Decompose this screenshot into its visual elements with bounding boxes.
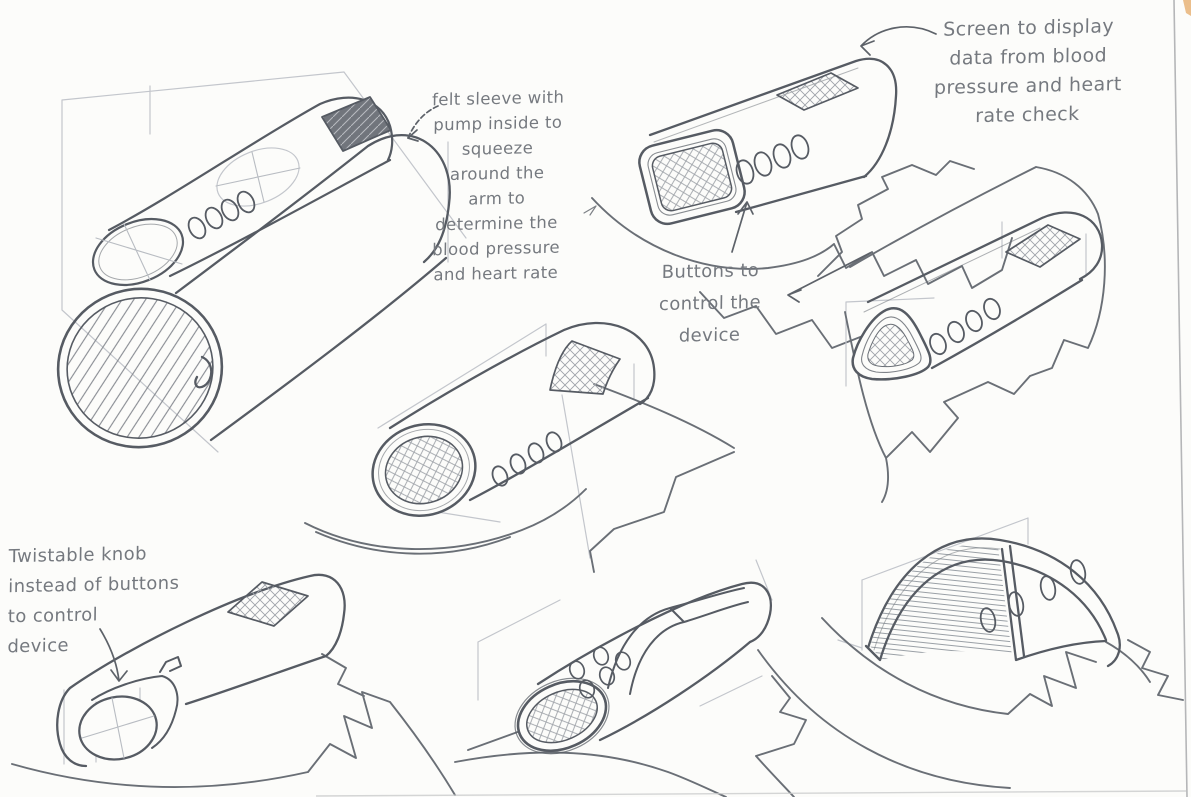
- arm-outline: [11, 653, 456, 796]
- arm-outline: [817, 160, 1106, 503]
- front-face-inner: [647, 138, 737, 216]
- triangle-face-inner: [861, 316, 922, 373]
- annotation-line: to control: [7, 604, 99, 628]
- face-guide-lines: [95, 151, 301, 281]
- curved-screen-hatched: [549, 340, 621, 395]
- knob-outline: [91, 656, 182, 749]
- annotation-line: Twistable knob: [8, 543, 148, 568]
- annotation-arrows: [99, 26, 937, 682]
- round-face-ring: [378, 428, 470, 512]
- arch-screen-outline: [607, 587, 749, 695]
- sketch-cylinder-device-on-arm: [304, 321, 735, 573]
- scan-edge-right: [1173, 0, 1188, 797]
- annotation-line: device: [678, 324, 741, 347]
- arm-outline: [454, 675, 807, 797]
- triangle-face-hatched: [867, 323, 915, 368]
- annotation-line: Buttons to: [661, 259, 760, 284]
- band-buttons: [979, 559, 1087, 633]
- annotation-line: control the: [658, 291, 762, 316]
- sleeve-body-outline: [174, 134, 451, 442]
- annotation-line: and heart rate: [433, 262, 559, 285]
- oval-face-hatched: [526, 688, 598, 744]
- arrow-to-screen-icon: [860, 26, 937, 56]
- sketch-large-cylinder-sleeve: [56, 71, 467, 453]
- sleeve-rim: [56, 287, 224, 449]
- band-screen-striped: [870, 544, 1012, 660]
- construction-lines: [477, 559, 773, 707]
- body-double-stroke: [863, 227, 1041, 313]
- button-cluster: [568, 646, 632, 699]
- scan-edge-bottom: [315, 790, 1187, 797]
- arm-outline: [757, 617, 1184, 789]
- arrow-to-knob-icon: [99, 628, 128, 682]
- arm-outline: [304, 383, 735, 573]
- body-outline: [536, 581, 772, 742]
- top-screen-hatched: [227, 581, 309, 627]
- sleeve-open-end-hatched: [66, 297, 214, 439]
- arrow-to-sleeve-head-icon: [407, 129, 419, 142]
- band-double-stroke: [873, 547, 1001, 651]
- body-outline: [56, 573, 346, 768]
- annotation-line: instead of buttons: [8, 572, 180, 598]
- body-outline: [866, 211, 1104, 370]
- sketch-knob-cylinder-device: [11, 573, 456, 796]
- device-end-face: [91, 217, 185, 287]
- sketch-capsule-device-on-arm: [454, 559, 807, 797]
- annotation-line: device: [7, 635, 70, 658]
- annotation-buttons-control: Buttons to control the device: [625, 254, 794, 354]
- arrow-to-buttons-up-icon: [731, 201, 754, 253]
- sketch-curved-band-device: [757, 517, 1184, 789]
- oval-face-rim: [514, 677, 610, 755]
- arrow-to-sleeve-icon: [407, 105, 439, 139]
- sketch-triangular-device-on-arm: [817, 160, 1106, 503]
- scan-artifacts: [315, 0, 1191, 797]
- annotation-felt-sleeve: felt sleeve with pump inside to squeeze …: [393, 84, 602, 288]
- device-buttons: [187, 190, 256, 240]
- body-outline: [388, 321, 656, 502]
- construction-lines: [837, 517, 1029, 651]
- body-outline: [648, 57, 898, 214]
- side-buttons: [929, 297, 1001, 356]
- device-screen-dark: [321, 96, 392, 152]
- construction-ellipse: [216, 147, 300, 207]
- annotation-twistable-knob: Twistable knob instead of buttons to con…: [7, 538, 229, 663]
- top-screen-hatched: [776, 72, 859, 111]
- round-face-hatched: [384, 435, 464, 505]
- scan-corner-artifact: [1183, 0, 1191, 16]
- arrow-to-buttons-right-icon: [787, 252, 871, 303]
- front-screen-hatched: [651, 142, 733, 212]
- top-screen-hatched: [1005, 224, 1081, 268]
- side-buttons: [491, 431, 563, 487]
- side-buttons: [735, 134, 810, 185]
- sketch-rounded-box-on-arm: [591, 57, 1013, 357]
- device-body-outline: [107, 96, 394, 278]
- knob-guide-lines: [81, 697, 155, 759]
- stray-arrow-mark-icon: [583, 205, 597, 216]
- annotation-screen-display: Screen to display data from blood pressu…: [871, 11, 1185, 134]
